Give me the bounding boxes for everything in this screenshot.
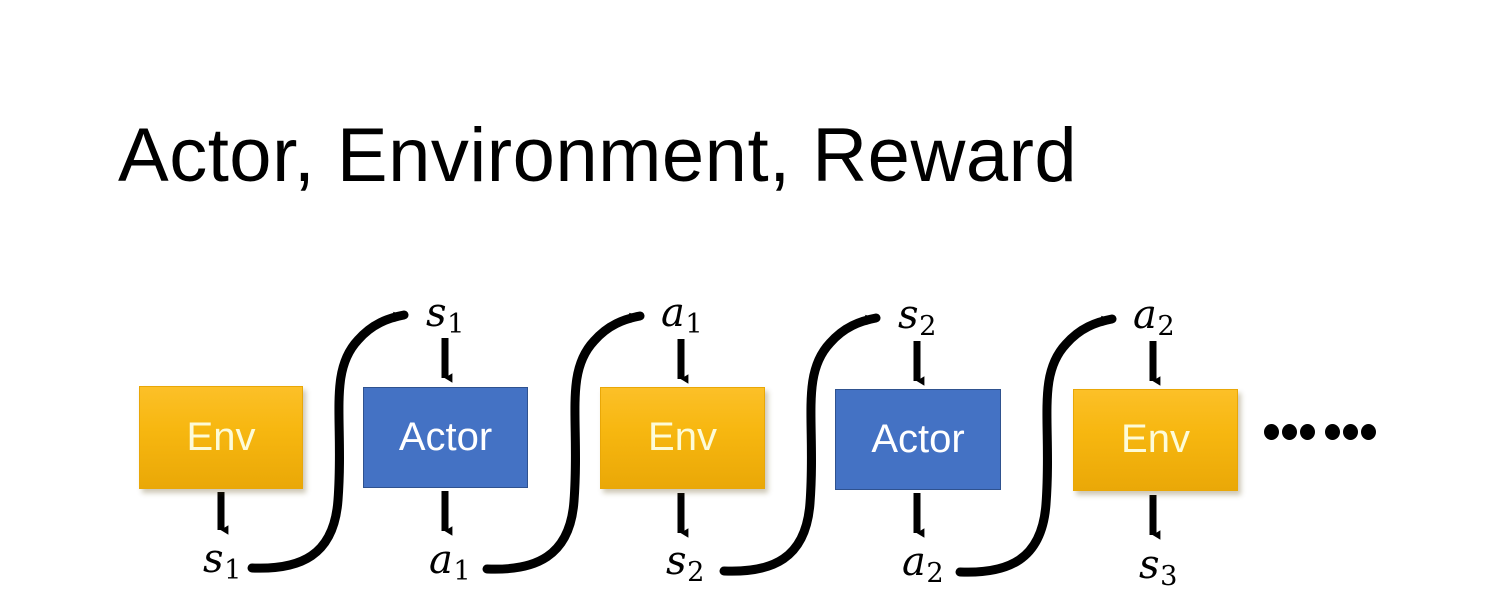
label-bottom-s3-symbol: s (1139, 542, 1160, 588)
node-env-1-label: Env (186, 414, 256, 459)
label-bottom-s3: s3 (1139, 542, 1177, 590)
ellipsis-dot (1300, 424, 1315, 440)
node-env-3-label: Env (1121, 417, 1190, 461)
node-env-2[interactable]: Env (600, 387, 765, 489)
label-top-s2: s2 (898, 292, 936, 340)
label-top-s1-symbol: s (426, 290, 447, 336)
node-actor-2[interactable]: Actor (835, 389, 1001, 490)
label-bottom-s1-symbol: s (203, 536, 224, 582)
ellipsis-dot (1282, 424, 1297, 440)
node-actor-2-label: Actor (871, 416, 965, 461)
label-top-a2-symbol: a (1133, 292, 1157, 338)
label-bottom-a1-symbol: a (429, 537, 453, 583)
node-env-3[interactable]: Env (1073, 389, 1238, 491)
label-bottom-s2-symbol: s (666, 538, 687, 584)
label-bottom-a2-symbol: a (902, 539, 926, 585)
ellipsis-dot (1264, 424, 1279, 440)
node-actor-1-label: Actor (398, 414, 493, 459)
label-top-a1: a1 (661, 290, 703, 338)
label-top-a2: a2 (1133, 292, 1175, 340)
node-actor-1[interactable]: Actor (363, 387, 528, 488)
label-top-a2-subscript: 2 (1157, 311, 1175, 343)
label-bottom-s2-subscript: 2 (687, 557, 705, 589)
label-bottom-s1-subscript: 1 (224, 555, 242, 587)
ellipsis-dot (1361, 424, 1376, 440)
label-top-s1: s1 (426, 290, 464, 338)
label-bottom-a1: a1 (429, 537, 471, 585)
ellipsis-gap (1318, 432, 1325, 433)
node-env-2-label: Env (648, 415, 717, 459)
label-top-a1-subscript: 1 (685, 309, 703, 341)
ellipsis-dot (1325, 424, 1340, 440)
ellipsis-dot (1343, 424, 1358, 440)
label-bottom-s3-subscript: 3 (1160, 561, 1178, 593)
label-bottom-a2: a2 (902, 539, 944, 587)
sequence-continues-ellipsis (1264, 424, 1379, 440)
label-bottom-s1: s1 (203, 536, 241, 584)
node-env-1[interactable]: Env (139, 386, 303, 489)
page-title: Actor, Environment, Reward (118, 113, 1078, 198)
label-top-a1-symbol: a (661, 290, 685, 336)
label-top-s2-subscript: 2 (919, 311, 937, 343)
label-bottom-s2: s2 (666, 538, 704, 586)
label-bottom-a1-subscript: 1 (453, 556, 471, 588)
label-top-s2-symbol: s (898, 292, 919, 338)
label-top-s1-subscript: 1 (447, 309, 465, 341)
label-bottom-a2-subscript: 2 (926, 558, 944, 590)
